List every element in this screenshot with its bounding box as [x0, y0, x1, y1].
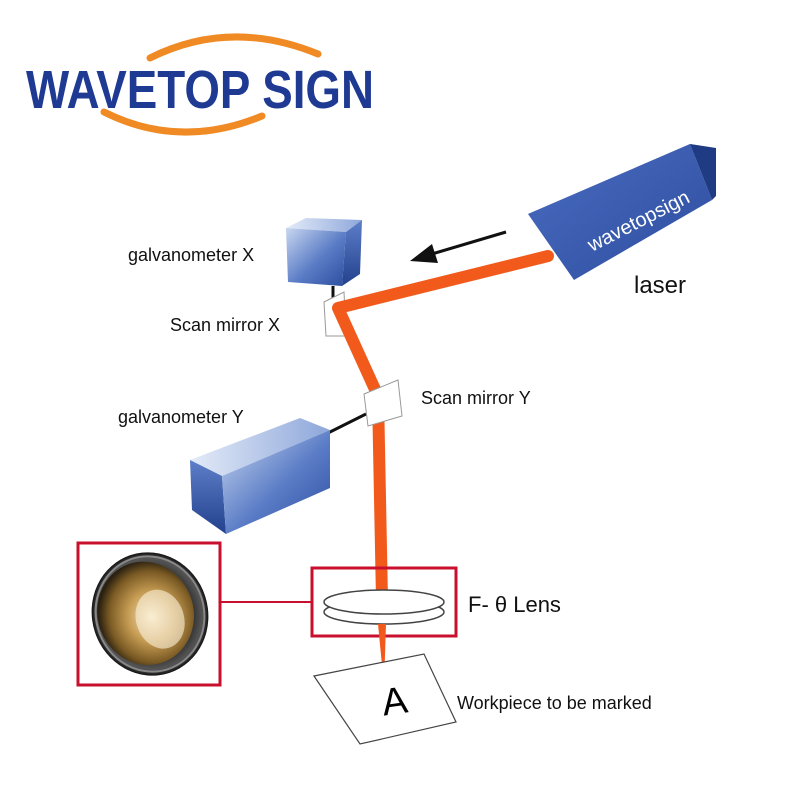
f-theta-lens-label: F- θ Lens: [468, 592, 561, 617]
laser-box-side: [690, 144, 716, 200]
lens-photo-icon: [91, 552, 209, 676]
galvanometer-x-label: galvanometer X: [128, 245, 255, 265]
galvanometer-x: [286, 218, 362, 306]
galv-x-top: [286, 218, 362, 232]
galv-y-side: [222, 430, 330, 534]
laser-beam: [332, 250, 554, 606]
lens-photo-inset: [76, 541, 312, 687]
galv-x-side: [342, 220, 362, 286]
logo-swoosh-bottom: [100, 108, 266, 136]
galv-x-front: [286, 228, 346, 286]
laser-label: laser: [634, 272, 687, 299]
workpiece-sheet: [312, 653, 457, 745]
brand-logo: WAVETOP SIGN: [26, 33, 374, 136]
galv-y-top: [190, 418, 330, 476]
logo-swoosh-top: [146, 33, 322, 62]
scan-mirror-y-label: Scan mirror Y: [421, 388, 531, 408]
scan-mirror-x-label: Scan mirror X: [170, 315, 281, 335]
galvanometer-y-label: galvanometer Y: [118, 407, 244, 427]
scan-mirror-y: [363, 379, 403, 427]
laser-box-front: [528, 144, 712, 280]
beam-direction-arrow: [410, 230, 507, 263]
logo-text: WAVETOP SIGN: [26, 60, 374, 120]
workpiece-mark-letter: A: [379, 679, 411, 725]
galv-y-front: [190, 460, 226, 534]
workpiece-label: Workpiece to be marked: [457, 693, 652, 713]
laser-source: wavetopsign: [528, 144, 716, 280]
galvanometer-y: [190, 412, 367, 534]
